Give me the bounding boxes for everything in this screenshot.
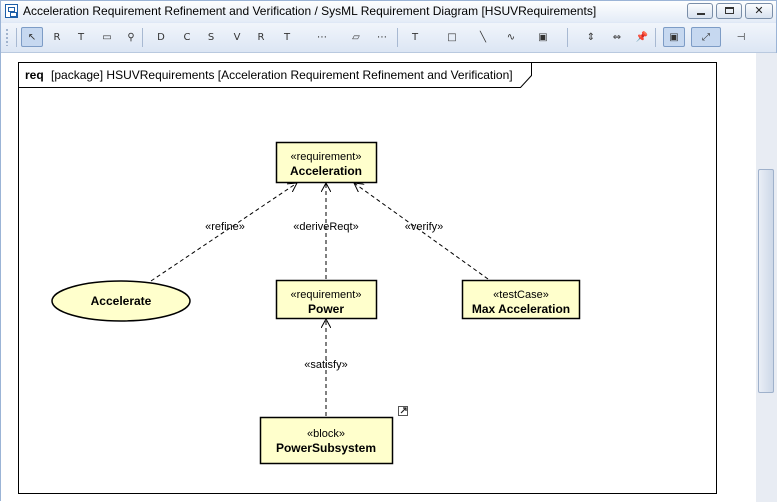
port-tool-icon[interactable]: ▣ xyxy=(663,27,685,47)
toolbar-separator xyxy=(16,28,17,47)
satisfy-label: «satisfy» xyxy=(304,359,347,371)
diagram-toolbar: ↖ R T ▭ ⚲ D C S V R T ⋯ ▱ ⋯ T □ ╲ ∿ ▣ ⇕ ⇔ 📌 ▣ ⤢ ⊣ xyxy=(1,23,776,53)
minimize-button[interactable] xyxy=(687,3,713,19)
close-button[interactable]: ✕ xyxy=(745,3,773,19)
anchor-tool-icon[interactable]: ⋯ xyxy=(377,31,387,43)
toolbar-separator xyxy=(142,28,143,47)
path-style-icon[interactable]: ⤢ xyxy=(691,27,721,47)
refine-relationship[interactable]: «refine» xyxy=(150,183,297,282)
power-requirement[interactable]: «requirement» Power xyxy=(275,279,378,320)
pin-icon[interactable]: 📌 xyxy=(635,31,649,43)
image-tool-icon[interactable]: ▣ xyxy=(538,31,548,43)
horizontal-spacing-icon[interactable]: ⇔ xyxy=(612,31,622,43)
acceleration-name: Acceleration xyxy=(290,164,362,178)
select-tool-icon[interactable]: ↖ xyxy=(21,27,43,47)
verify-relationship[interactable]: «verify» xyxy=(354,183,489,280)
pin-tool-icon[interactable]: ⚲ xyxy=(127,31,135,43)
text-box-tool-icon[interactable]: T xyxy=(77,31,85,43)
title-bar[interactable]: Acceleration Requirement Refinement and … xyxy=(1,1,776,22)
derive-relationship[interactable]: «deriveReqt» xyxy=(293,183,359,279)
trace-tool-icon[interactable]: T xyxy=(283,31,291,43)
scrollbar-thumb[interactable] xyxy=(758,169,774,393)
diagram-canvas[interactable]: req [package] HSUVRequirements [Accelera… xyxy=(1,53,756,502)
requirement-tool-icon[interactable]: R xyxy=(53,31,61,43)
derive-tool-icon[interactable]: D xyxy=(157,31,165,43)
diagram-frame xyxy=(18,62,717,494)
layout-icon[interactable]: ⊣ xyxy=(736,31,746,43)
power-subsystem-name: PowerSubsystem xyxy=(276,441,376,455)
frame-tab xyxy=(18,62,532,88)
dependency-tool-icon[interactable]: ⋯ xyxy=(317,31,327,43)
toolbar-separator xyxy=(567,28,568,47)
max-acceleration-stereotype: «testCase» xyxy=(493,289,549,301)
satisfy-tool-icon[interactable]: S xyxy=(207,31,215,43)
frame-label: req [package] HSUVRequirements [Accelera… xyxy=(25,68,513,82)
vertical-scrollbar[interactable] xyxy=(756,53,777,502)
acceleration-requirement[interactable]: «requirement» Acceleration xyxy=(275,141,378,184)
external-link-icon[interactable] xyxy=(398,406,408,416)
curve-tool-icon[interactable]: ∿ xyxy=(506,31,516,43)
max-acceleration-test-case[interactable]: «testCase» Max Acceleration xyxy=(461,279,581,320)
maximize-button[interactable] xyxy=(716,3,742,19)
power-name: Power xyxy=(308,302,344,316)
max-acceleration-name: Max Acceleration xyxy=(472,302,570,316)
derive-label: «deriveReqt» xyxy=(293,221,358,233)
power-stereotype: «requirement» xyxy=(291,289,362,301)
acceleration-stereotype: «requirement» xyxy=(291,151,362,163)
vertical-spacing-icon[interactable]: ⇕ xyxy=(586,31,596,43)
satisfy-relationship[interactable]: «satisfy» xyxy=(304,319,348,416)
refine-label: «refine» xyxy=(205,221,245,233)
refine-tool-icon[interactable]: R xyxy=(257,31,265,43)
diagram-drawing: req [package] HSUVRequirements [Accelera… xyxy=(18,62,717,494)
toolbar-grip-handle[interactable] xyxy=(5,28,9,46)
package-tool-icon[interactable]: ▭ xyxy=(102,31,112,43)
diagram-window-icon xyxy=(5,4,18,18)
rectangle-tool-icon[interactable]: □ xyxy=(447,31,457,43)
maximize-icon xyxy=(725,7,734,14)
copy-tool-icon[interactable]: C xyxy=(183,31,191,43)
window-title: Acceleration Requirement Refinement and … xyxy=(23,4,597,18)
power-subsystem-stereotype: «block» xyxy=(307,428,345,440)
toolbar-separator xyxy=(397,28,398,47)
note-tool-icon[interactable]: ▱ xyxy=(352,31,360,43)
minimize-icon xyxy=(697,13,705,15)
accelerate-name: Accelerate xyxy=(91,294,152,308)
verify-label: «verify» xyxy=(405,221,444,233)
toolbar-separator xyxy=(655,28,656,47)
accelerate-use-case[interactable]: Accelerate xyxy=(51,280,191,322)
frame-title: [package] HSUVRequirements [Acceleration… xyxy=(51,68,513,82)
text-tool-icon[interactable]: T xyxy=(411,31,419,43)
line-tool-icon[interactable]: ╲ xyxy=(479,31,487,43)
close-icon: ✕ xyxy=(754,4,764,17)
power-subsystem-block[interactable]: «block» PowerSubsystem xyxy=(259,416,394,465)
frame-kind: req xyxy=(25,68,44,82)
verify-tool-icon[interactable]: V xyxy=(233,31,241,43)
